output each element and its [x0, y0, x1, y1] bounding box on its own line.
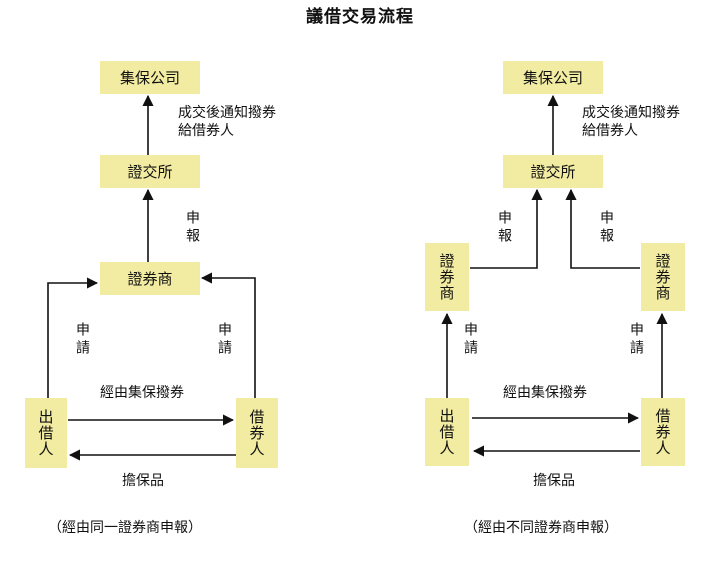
- left-clearing-box: 集保公司: [100, 61, 200, 94]
- left-apply-right-label: 申請: [216, 322, 232, 358]
- left-arrow-lender-to-broker: [47, 277, 99, 398]
- right-lender-label: 出借人: [437, 408, 456, 456]
- right-arrow-rightbroker-to-exchange: [565, 188, 640, 269]
- right-broker-left-label: 證券商: [437, 253, 456, 301]
- right-apply-left-label: 申請: [462, 322, 478, 358]
- left-broker-box: 證券商: [100, 262, 200, 295]
- left-transfer-label: 經由集保撥券: [100, 385, 184, 401]
- right-report-left-label: 申報: [496, 210, 512, 246]
- right-broker-right-box: 證券商: [641, 243, 685, 311]
- left-exchange-box: 證交所: [100, 155, 200, 188]
- left-report-label: 申報: [184, 210, 200, 246]
- right-borrower-label: 借券人: [653, 408, 672, 456]
- left-lender-box: 出借人: [25, 398, 67, 468]
- right-borrower-box: 借券人: [641, 398, 685, 466]
- right-lender-box: 出借人: [425, 398, 469, 466]
- right-transfer-label: 經由集保撥券: [503, 385, 587, 401]
- right-notify-label: 成交後通知撥券 給借券人: [582, 105, 680, 140]
- left-borrower-box: 借券人: [236, 398, 278, 468]
- right-broker-right-label: 證券商: [653, 253, 672, 301]
- left-collateral-label: 擔保品: [122, 473, 164, 489]
- right-apply-right-label: 申請: [628, 322, 644, 358]
- right-exchange-box: 證交所: [503, 155, 603, 188]
- right-caption: （經由不同證券商申報）: [464, 520, 618, 536]
- right-broker-left-box: 證券商: [425, 243, 469, 311]
- left-arrow-borrower-to-broker: [200, 272, 256, 398]
- left-notify-label: 成交後通知撥券 給借券人: [178, 105, 276, 140]
- right-report-right-label: 申報: [598, 210, 614, 246]
- right-arrow-leftbroker-to-exchange: [470, 188, 543, 269]
- right-collateral-label: 擔保品: [533, 473, 575, 489]
- left-caption: （經由同一證券商申報）: [48, 520, 202, 536]
- right-clearing-box: 集保公司: [503, 61, 603, 94]
- left-borrower-label: 借券人: [247, 409, 266, 457]
- page-title: 議借交易流程: [306, 7, 414, 27]
- left-apply-left-label: 申請: [74, 322, 90, 358]
- left-lender-label: 出借人: [36, 409, 55, 457]
